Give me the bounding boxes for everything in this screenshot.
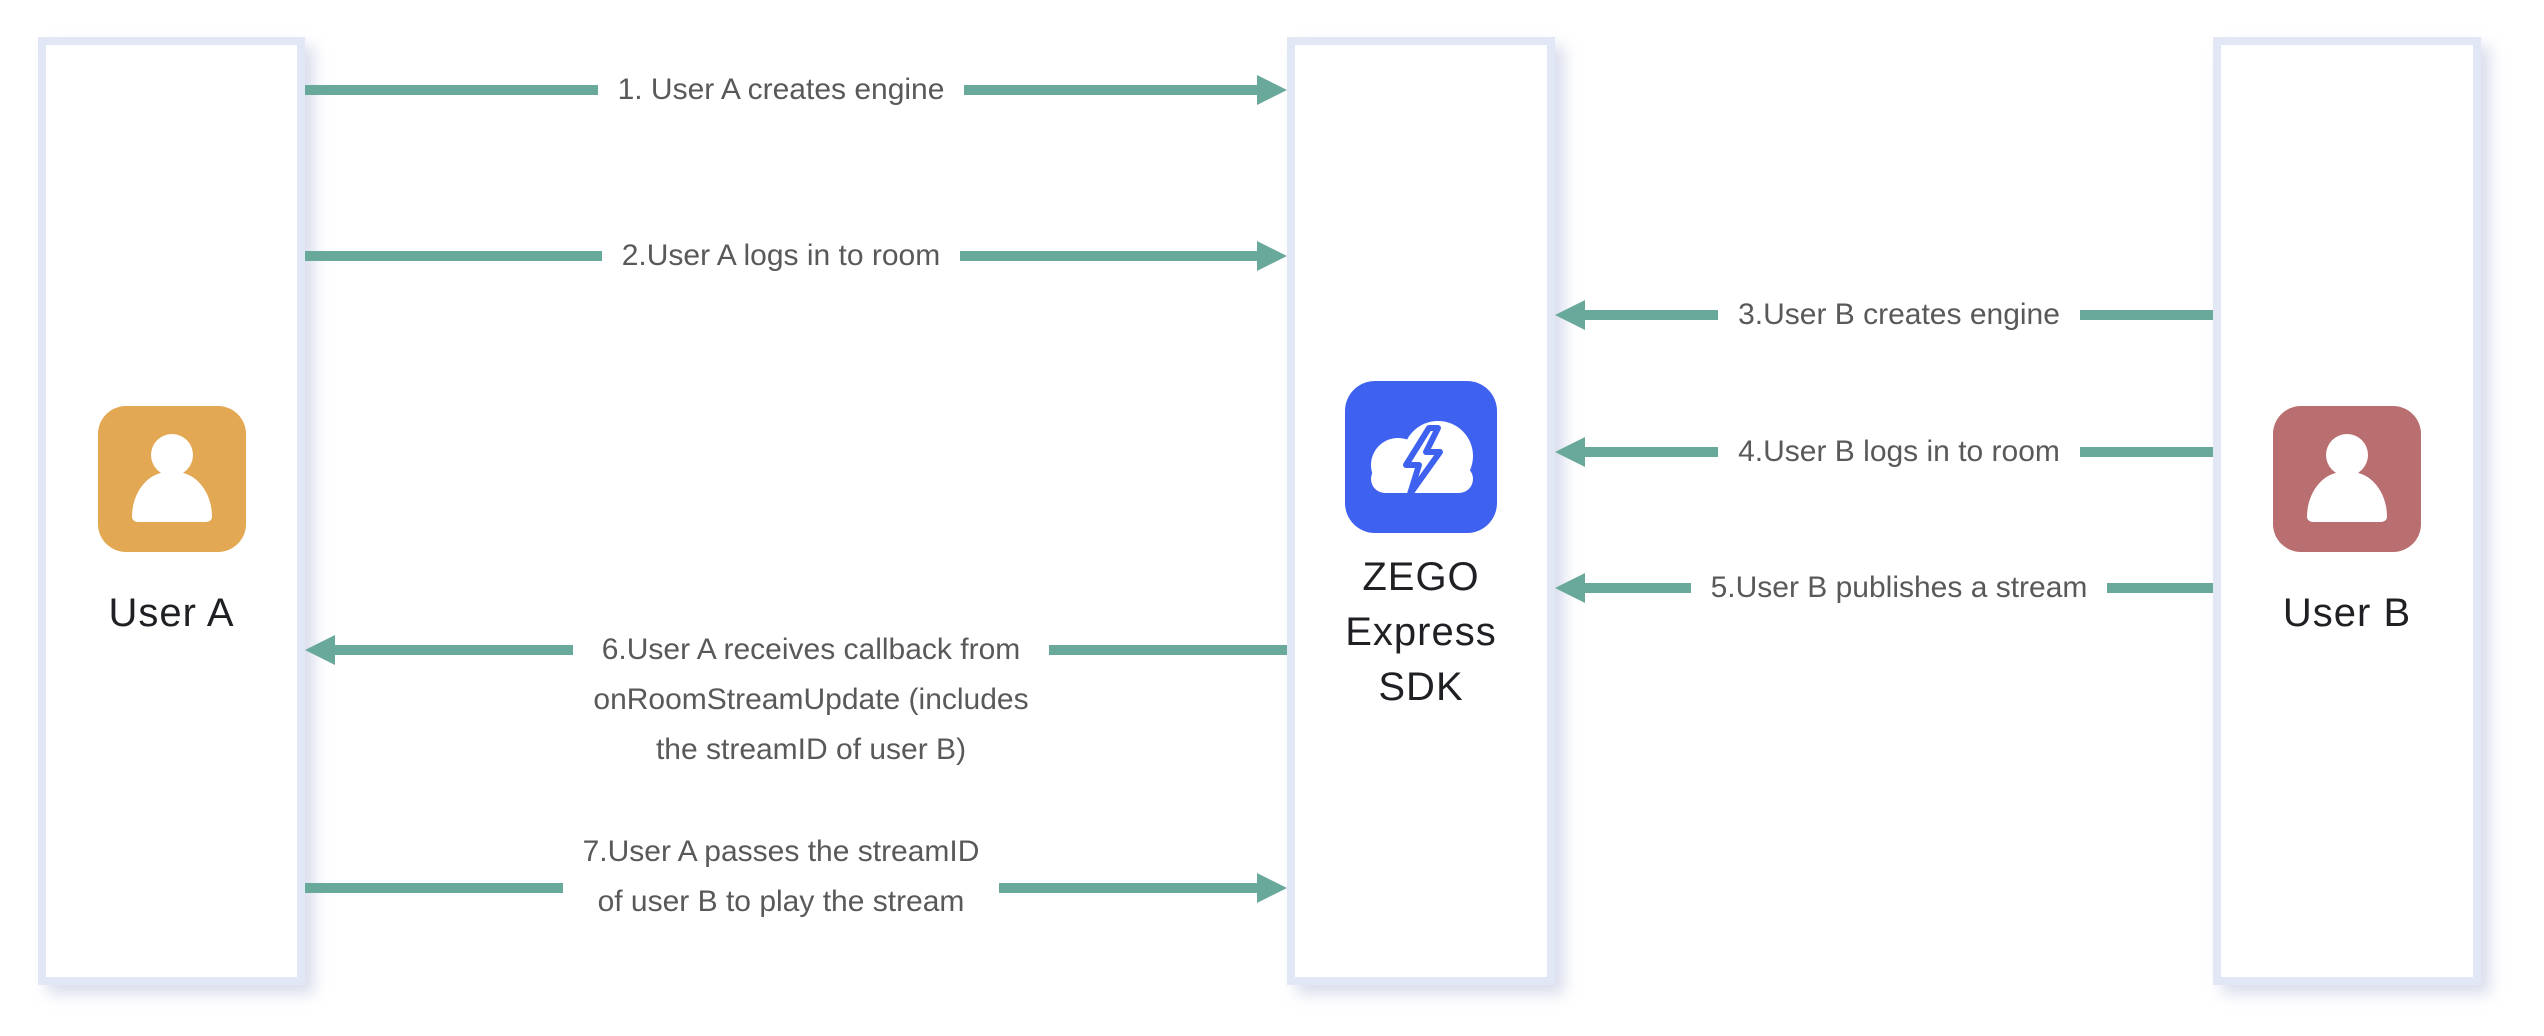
- user-a-avatar: [97, 406, 246, 552]
- arrow-line: [305, 251, 602, 261]
- person-icon: [150, 434, 193, 476]
- arrow-step-1-label: 1. User A creates engine: [598, 65, 965, 115]
- arrowhead-right-icon: [1257, 75, 1287, 105]
- arrow-line: [999, 883, 1257, 893]
- arrow-line: [960, 251, 1257, 261]
- arrow-step-7: 7.User A passes the streamID of user B t…: [305, 827, 1287, 927]
- arrowhead-left-icon: [1555, 437, 1585, 467]
- arrow-step-2: 2.User A logs in to room: [305, 239, 1287, 272]
- arrow-step-6: 6.User A receives callback from onRoomSt…: [305, 625, 1288, 775]
- arrow-step-3-label: 3.User B creates engine: [1718, 290, 2080, 340]
- arrowhead-right-icon: [1257, 241, 1287, 271]
- arrow-line: [2107, 583, 2213, 593]
- user-b-avatar: [2273, 406, 2421, 552]
- arrow-label-line: of user B to play the stream: [597, 885, 965, 918]
- arrow-line: [1585, 447, 1719, 457]
- arrow-line: [335, 645, 574, 655]
- arrow-label-line: the streamID of user B): [655, 733, 967, 766]
- arrow-line: [305, 883, 563, 893]
- arrow-label-line: 7.User A passes the streamID: [582, 835, 980, 868]
- arrow-label-line: 3.User B creates engine: [1738, 298, 2060, 331]
- arrow-label-line: 1. User A creates engine: [617, 73, 945, 106]
- arrowhead-right-icon: [1257, 873, 1287, 903]
- person-icon: [131, 472, 212, 522]
- arrow-step-2-label: 2.User A logs in to room: [602, 231, 961, 281]
- lane-user-b: User B: [2213, 37, 2481, 985]
- arrow-label-line: onRoomStreamUpdate (includes: [593, 683, 1029, 716]
- arrow-line: [305, 85, 598, 95]
- person-icon: [2307, 472, 2387, 522]
- arrow-label-line: 2.User A logs in to room: [621, 239, 941, 272]
- arrow-step-6-label: 6.User A receives callback from onRoomSt…: [573, 625, 1048, 775]
- arrowhead-left-icon: [1555, 573, 1585, 603]
- lane-label-zego-express-sdk: ZEGO Express SDK: [1295, 550, 1547, 715]
- arrow-step-1: 1. User A creates engine: [305, 73, 1287, 106]
- cloud-lightning-icon: [1345, 381, 1497, 533]
- lane-label-user-b: User B: [2282, 591, 2412, 635]
- sdk-label-line: Express: [1345, 610, 1497, 654]
- arrow-step-7-label: 7.User A passes the streamID of user B t…: [563, 827, 1000, 927]
- arrow-label-line: 4.User B logs in to room: [1738, 435, 2060, 468]
- lane-zego-express-sdk: ZEGO Express SDK: [1287, 37, 1555, 985]
- arrow-label-line: 5.User B publishes a stream: [1710, 571, 2088, 604]
- arrow-line: [1585, 310, 1719, 320]
- arrow-line: [964, 85, 1257, 95]
- arrowhead-left-icon: [1555, 300, 1585, 330]
- arrow-line: [1048, 645, 1288, 655]
- lane-label-user-a: User A: [108, 591, 235, 635]
- lane-user-a: User A: [38, 37, 305, 985]
- sdk-label-line: ZEGO: [1362, 555, 1480, 599]
- arrow-step-3: 3.User B creates engine: [1555, 298, 2213, 331]
- arrow-line: [2079, 310, 2213, 320]
- arrow-line: [2079, 447, 2214, 457]
- arrow-step-4: 4.User B logs in to room: [1555, 435, 2214, 468]
- arrow-label-line: 6.User A receives callback from: [601, 633, 1021, 666]
- arrow-line: [1585, 583, 1691, 593]
- sdk-label-line: SDK: [1378, 665, 1464, 709]
- arrow-step-5-label: 5.User B publishes a stream: [1691, 563, 2108, 613]
- arrowhead-left-icon: [305, 635, 335, 665]
- person-icon: [2326, 434, 2368, 476]
- arrow-step-4-label: 4.User B logs in to room: [1718, 427, 2080, 477]
- arrow-step-5: 5.User B publishes a stream: [1555, 571, 2213, 604]
